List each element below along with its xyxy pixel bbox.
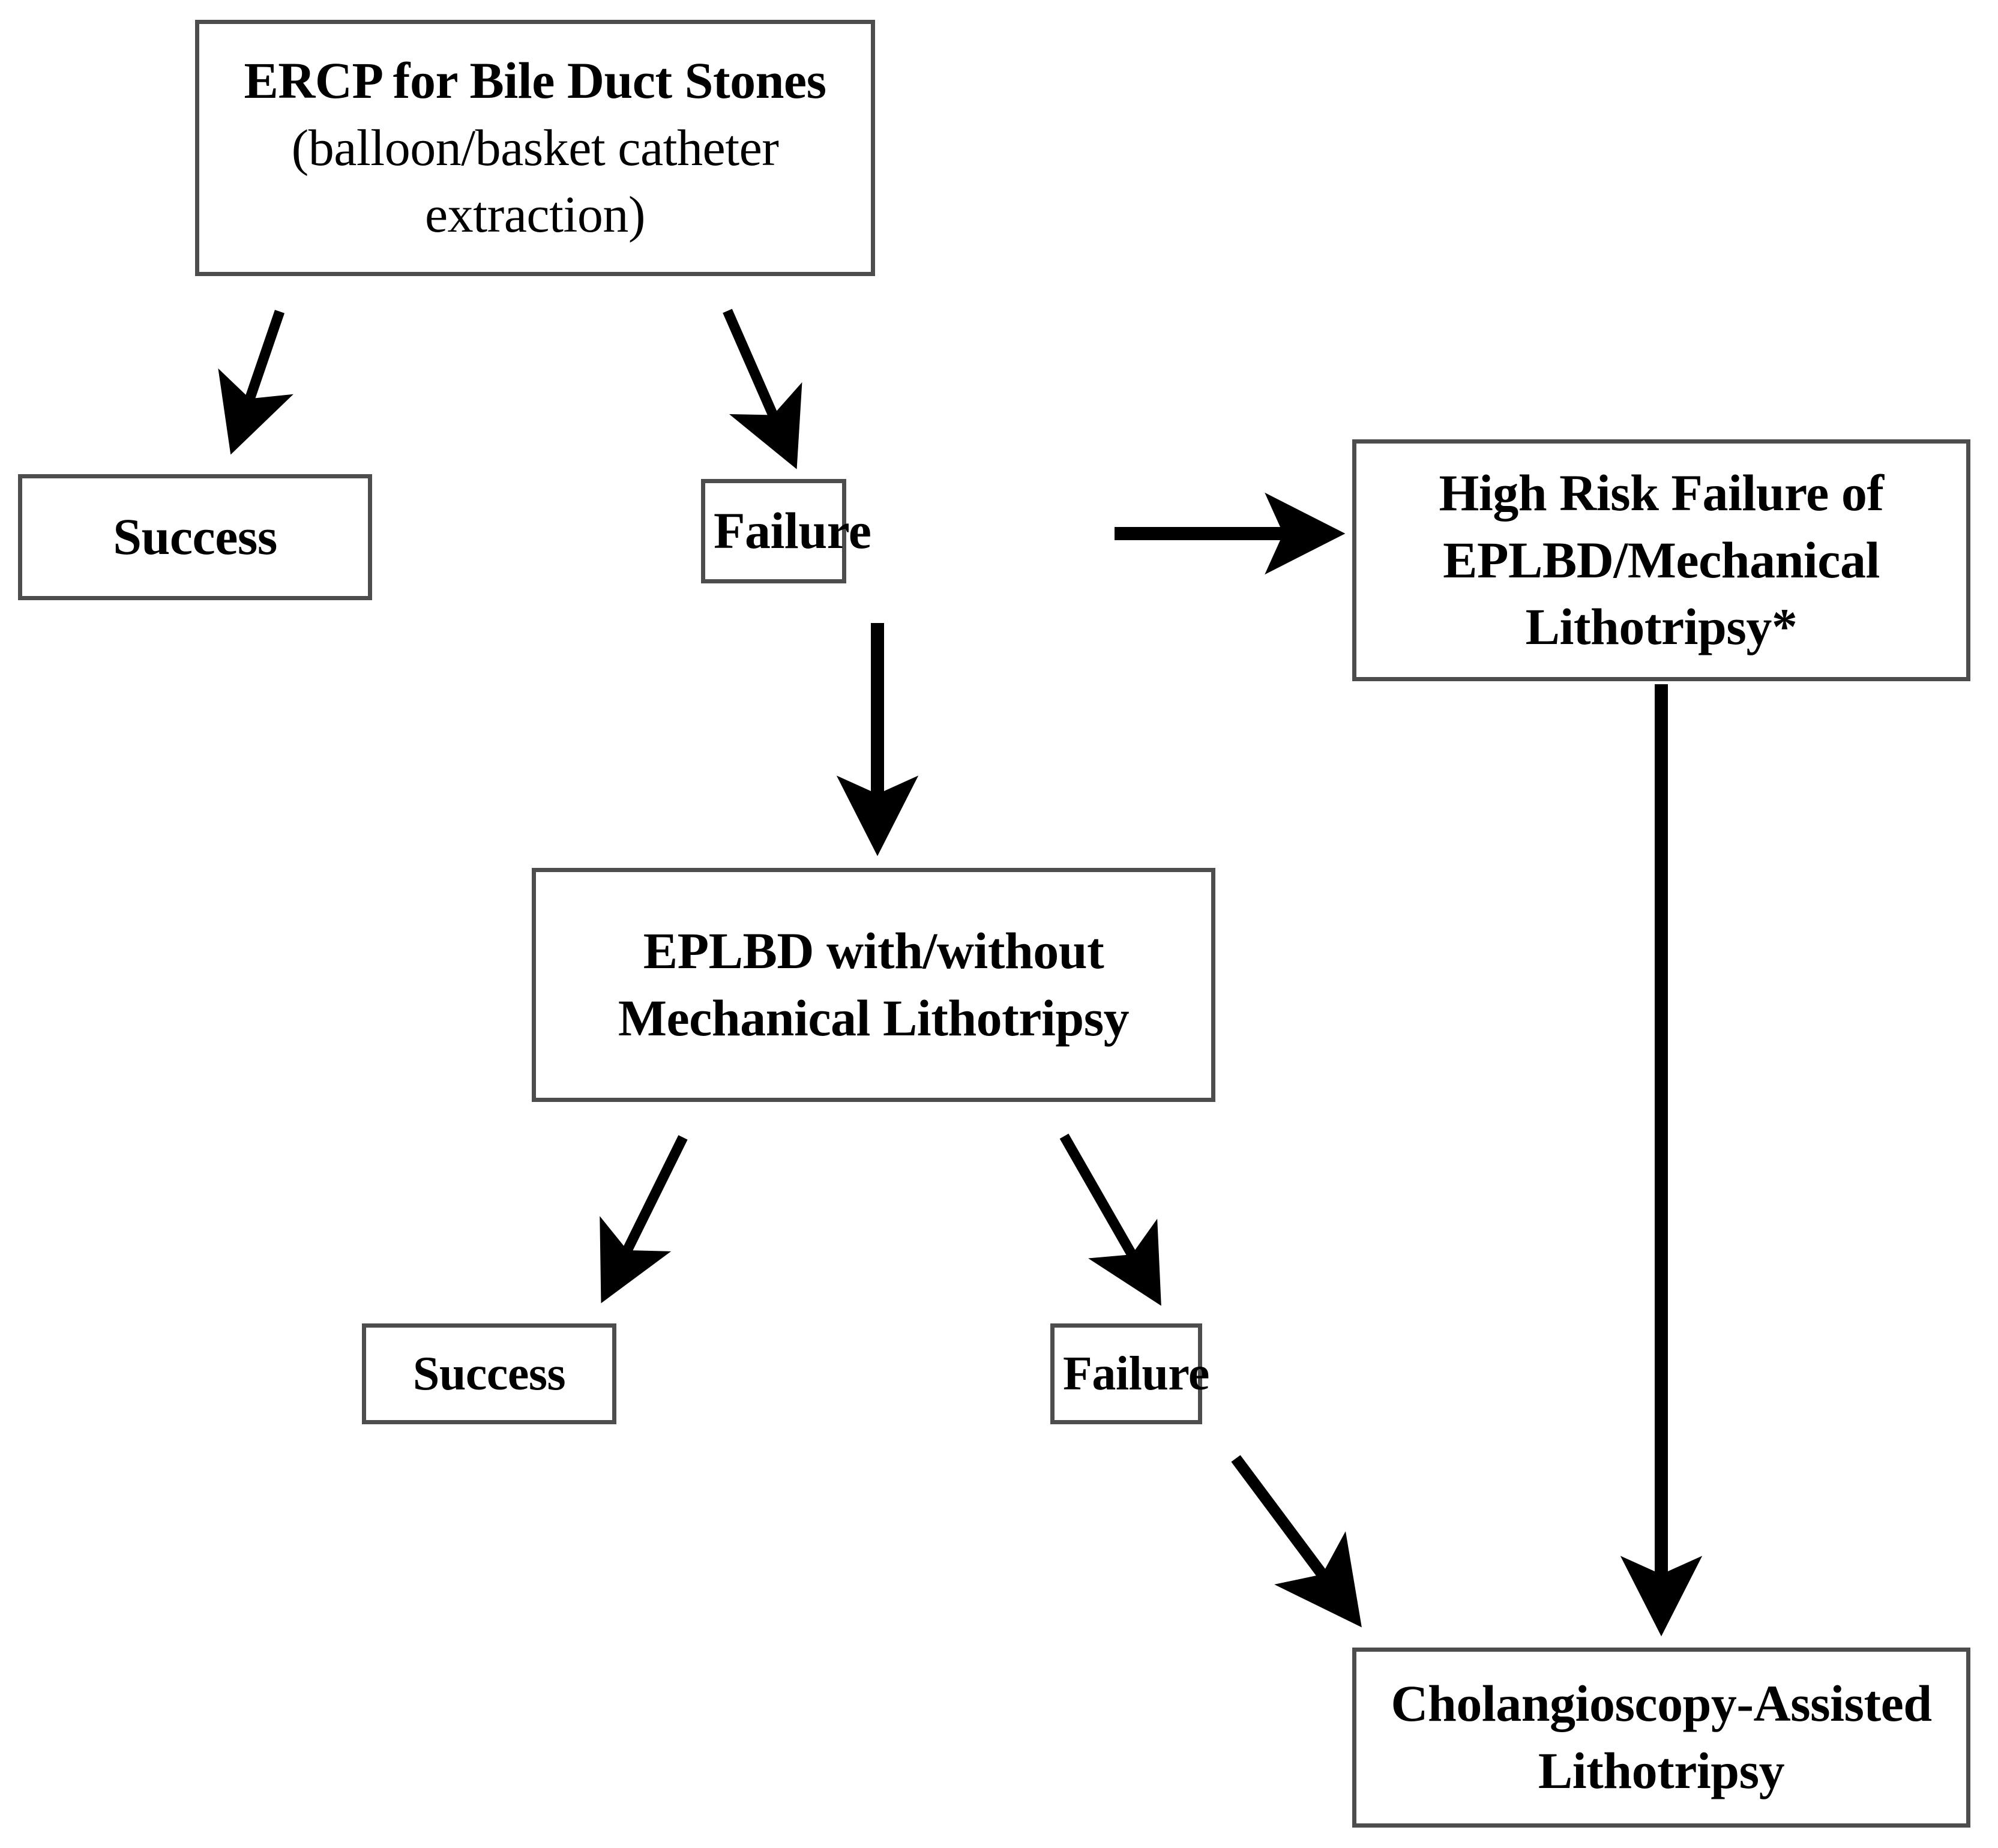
edge-eplbd-to-failure [1059, 1133, 1161, 1306]
node-cholangioscopy-label: Cholangioscopy-Assisted Lithotripsy [1391, 1675, 1932, 1799]
node-ercp[interactable]: ERCP for Bile Duct Stones (balloon/baske… [195, 20, 875, 276]
node-failure-bottom[interactable]: Failure [1050, 1323, 1209, 1424]
edge-ercp-to-failure [723, 309, 802, 469]
node-success-bottom[interactable]: Success [362, 1323, 616, 1424]
node-failure-top[interactable]: Failure [701, 479, 871, 583]
node-success-bottom-label: Success [412, 1347, 566, 1400]
edge-failure2-to-cholangio [1231, 1455, 1362, 1628]
edge-eplbd-to-success [600, 1135, 688, 1304]
node-success-top-label: Success [113, 508, 277, 566]
node-high-risk-failure-label: High Risk Failure of EPLBD/Mechanical Li… [1439, 463, 1885, 656]
node-failure-top-label: Failure [714, 502, 871, 560]
edge-ercp-to-success [218, 310, 293, 455]
node-ercp-label: ERCP for Bile Duct Stones (balloon/baske… [235, 47, 835, 248]
node-eplbd-label: EPLBD with/without Mechanical Lithotrips… [618, 922, 1130, 1047]
node-success-top[interactable]: Success [18, 474, 372, 600]
node-eplbd[interactable]: EPLBD with/without Mechanical Lithotrips… [532, 868, 1215, 1102]
node-ercp-bold-text: ERCP for Bile Duct Stones [244, 51, 826, 109]
node-high-risk-failure[interactable]: High Risk Failure of EPLBD/Mechanical Li… [1352, 439, 1970, 681]
node-ercp-regular-text: (balloon/basket catheter extraction) [291, 118, 779, 244]
node-cholangioscopy-assisted-lithotripsy[interactable]: Cholangioscopy-Assisted Lithotripsy [1352, 1648, 1970, 1828]
node-failure-bottom-label: Failure [1063, 1347, 1209, 1400]
